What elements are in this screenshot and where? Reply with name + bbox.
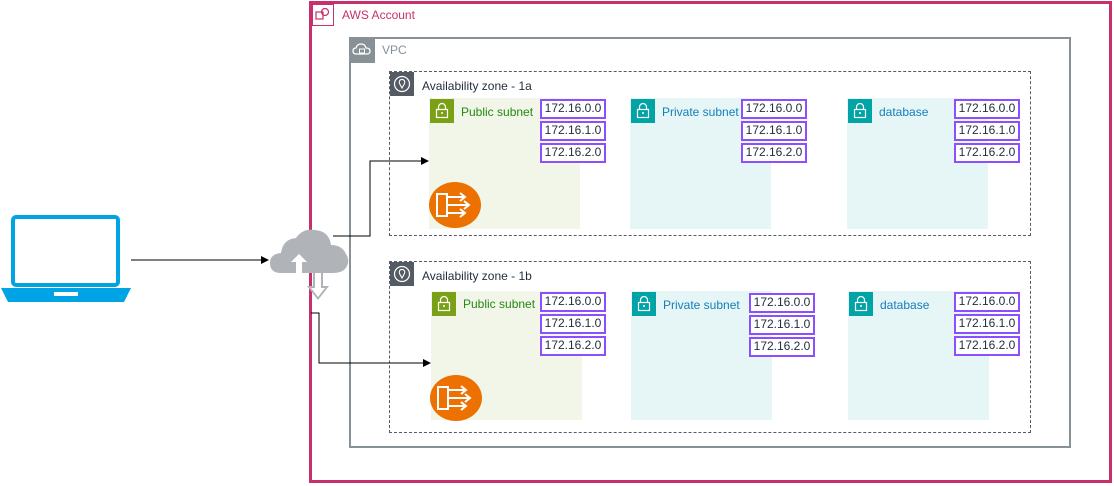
private-subnet-label: Private subnet [663, 298, 740, 312]
cidr-badge: 172.16.2.0 [749, 337, 815, 357]
padlock-icon [848, 99, 872, 123]
cidr-badge: 172.16.1.0 [741, 121, 807, 141]
vpc-group [349, 37, 1071, 448]
public-subnet-label: Public subnet [463, 297, 536, 311]
cidr-badge: 172.16.1.0 [749, 315, 815, 335]
cidr-badge: 172.16.0.0 [954, 292, 1020, 312]
database-subnet-label: database [880, 298, 930, 312]
padlock-icon [631, 99, 655, 123]
cidr-badge: 172.16.2.0 [954, 143, 1020, 163]
database-subnet-label: database [879, 105, 929, 119]
availability-zone-label: Availability zone - 1b [422, 269, 532, 283]
padlock-icon [849, 292, 873, 316]
location-pin-icon [390, 72, 414, 96]
cidr-badge: 172.16.1.0 [540, 121, 606, 141]
padlock-icon [632, 292, 656, 316]
cidr-badge: 172.16.0.0 [954, 99, 1020, 119]
location-pin-icon [390, 262, 414, 286]
vpc-cloud-lock-icon [349, 37, 375, 63]
internet-gateway-cloud-icon [269, 224, 351, 302]
cidr-badge: 172.16.2.0 [540, 143, 606, 163]
padlock-icon [432, 292, 456, 316]
availability-zone-1a [389, 71, 1031, 236]
availability-zone-label: Availability zone - 1a [422, 79, 532, 93]
private-subnet-label: Private subnet [662, 105, 739, 119]
cidr-badge: 172.16.0.0 [540, 99, 606, 119]
public-subnet-label: Public subnet [461, 105, 534, 119]
cidr-badge: 172.16.0.0 [749, 293, 815, 313]
vpc-label: VPC [382, 43, 407, 57]
gateway-to-az1b-arrow [311, 312, 431, 367]
load-balancer-icon [428, 181, 482, 229]
availability-zone-1b [389, 261, 1031, 433]
cidr-badge: 172.16.2.0 [954, 336, 1020, 356]
gateway-to-az1a-arrow [333, 157, 429, 237]
cidr-badge: 172.16.2.0 [741, 143, 807, 163]
cidr-badge: 172.16.1.0 [540, 314, 606, 334]
cidr-badge: 172.16.2.0 [540, 336, 606, 356]
aws-account-icon [312, 4, 334, 26]
aws-account-label: AWS Account [342, 8, 415, 22]
cidr-badge: 172.16.1.0 [954, 314, 1020, 334]
load-balancer-icon [429, 374, 483, 422]
cidr-badge: 172.16.0.0 [540, 292, 606, 312]
cidr-badge: 172.16.1.0 [954, 121, 1020, 141]
laptop-icon [0, 215, 132, 304]
cidr-badge: 172.16.0.0 [741, 99, 807, 119]
padlock-icon [430, 99, 454, 123]
